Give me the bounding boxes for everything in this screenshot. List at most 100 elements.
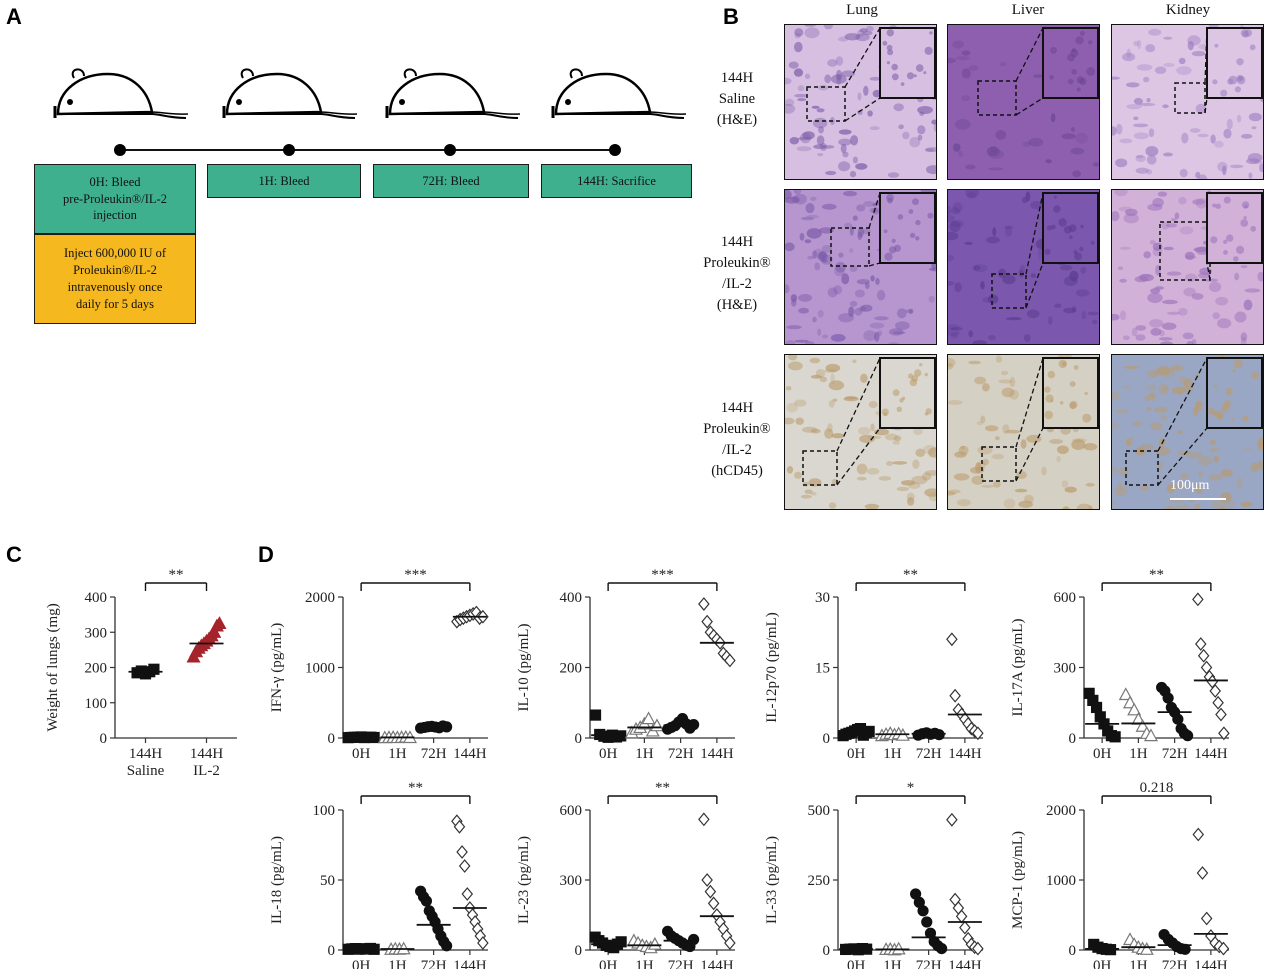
data-point — [887, 727, 902, 741]
x-tick-label: 1H — [635, 746, 654, 762]
y-axis-label: IL-18 (pg/mL) — [269, 836, 285, 924]
data-point — [420, 895, 433, 907]
data-point — [883, 726, 898, 739]
data-point — [717, 922, 730, 936]
data-point — [1178, 727, 1190, 739]
y-tick-label: 400 — [85, 590, 108, 606]
y-tick-label: 1000 — [1046, 873, 1076, 889]
data-point — [669, 720, 681, 732]
y-tick-label: 300 — [85, 625, 108, 641]
data-point — [422, 721, 434, 733]
data-point — [477, 609, 489, 624]
y-tick-label: 50 — [320, 873, 335, 889]
data-point — [589, 709, 602, 721]
data-point — [417, 891, 430, 903]
data-point — [467, 606, 479, 621]
data-point — [342, 732, 354, 744]
data-point — [959, 920, 971, 935]
data-point — [1171, 940, 1183, 953]
data-point — [346, 943, 358, 955]
data-point — [844, 943, 856, 955]
data-point — [704, 884, 717, 899]
y-axis-label: MCP-1 (pg/mL) — [1010, 831, 1026, 929]
x-tick-label: IL-2 — [193, 763, 220, 779]
data-point — [394, 730, 409, 743]
data-point — [477, 936, 489, 950]
data-point — [469, 915, 481, 929]
data-point — [1197, 648, 1210, 663]
data-point — [711, 908, 723, 922]
data-point — [972, 726, 984, 741]
data-point — [1169, 706, 1181, 718]
data-point — [1205, 929, 1217, 943]
data-point — [916, 728, 928, 740]
x-tick-label: 72H — [668, 746, 694, 762]
data-point — [854, 722, 867, 735]
histology-image — [784, 189, 937, 345]
data-point — [952, 702, 965, 717]
data-point — [602, 731, 614, 743]
timeline-box-144h: 144H: Sacrifice — [541, 164, 692, 198]
y-tick-label: 30 — [815, 590, 830, 606]
data-point — [135, 665, 147, 677]
data-point — [891, 941, 906, 955]
data-point — [451, 614, 463, 629]
data-point — [600, 939, 612, 951]
data-point — [1143, 728, 1158, 742]
data-point — [635, 938, 650, 951]
data-point — [604, 940, 616, 953]
x-tick-label: 144H — [129, 746, 163, 762]
data-point — [196, 636, 211, 650]
data-point — [186, 649, 201, 663]
data-point — [724, 653, 736, 668]
data-point — [388, 941, 403, 955]
x-tick-label: 1H — [388, 958, 407, 969]
data-point — [456, 845, 468, 859]
data-point — [1083, 687, 1095, 699]
significance-label: *** — [404, 567, 427, 583]
x-tick-label: 144H — [453, 958, 487, 969]
data-point — [139, 668, 152, 680]
mouse-icon — [53, 68, 189, 119]
data-point — [647, 936, 662, 950]
data-point — [849, 725, 861, 737]
data-point — [645, 723, 660, 737]
data-point — [1200, 660, 1213, 675]
data-point — [386, 730, 401, 743]
data-point — [461, 887, 474, 901]
column-header-lung: Lung — [846, 2, 878, 18]
data-point — [432, 923, 444, 935]
timeline-point-72h — [444, 144, 456, 156]
data-point — [453, 819, 466, 834]
data-point — [342, 943, 354, 955]
data-point — [626, 933, 641, 947]
x-tick-label: 0H — [599, 958, 618, 969]
x-tick-label: 1H — [635, 958, 654, 969]
histology-image — [947, 24, 1100, 180]
data-point — [1209, 684, 1221, 698]
data-point — [707, 896, 720, 911]
histology-image — [784, 354, 937, 510]
data-point — [606, 729, 618, 741]
data-point — [928, 935, 940, 948]
data-point — [851, 723, 864, 736]
data-point — [464, 608, 476, 623]
timeline-point-0h — [114, 144, 126, 156]
data-point — [352, 731, 364, 743]
data-point — [698, 597, 710, 611]
data-point — [615, 730, 627, 742]
y-tick-label: 0 — [1069, 943, 1077, 959]
data-point — [1165, 701, 1177, 714]
data-point — [1192, 592, 1204, 607]
data-point — [345, 731, 357, 744]
scale-bar — [1170, 498, 1226, 500]
data-point — [711, 632, 723, 647]
data-point — [933, 729, 945, 741]
data-point — [362, 731, 374, 743]
data-point — [1131, 711, 1146, 725]
x-tick-label: 0H — [1093, 958, 1112, 969]
y-axis-label: IL-10 (pg/mL) — [516, 624, 532, 712]
